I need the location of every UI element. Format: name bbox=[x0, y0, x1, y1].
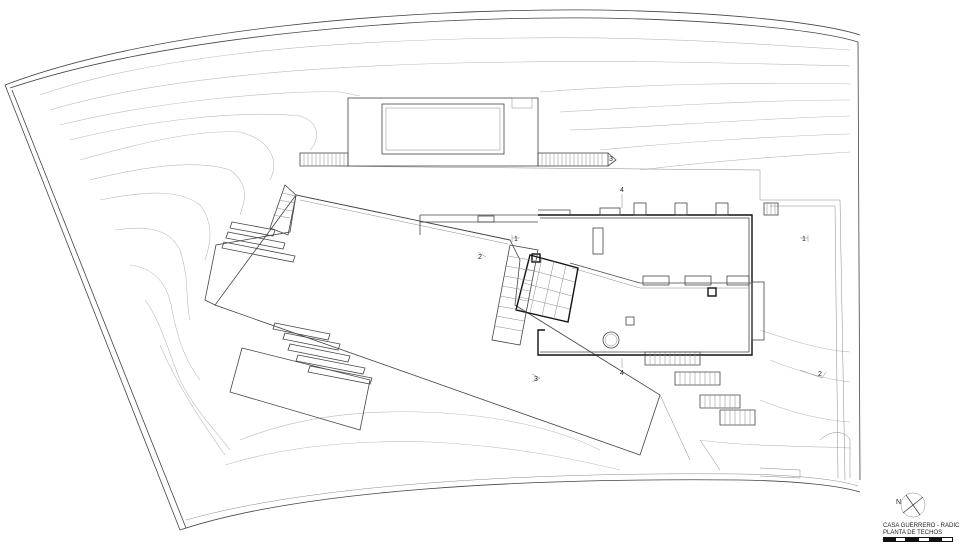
diagonal-building bbox=[204, 184, 661, 456]
scale-segment bbox=[929, 537, 942, 542]
terrace-path bbox=[299, 165, 846, 481]
scale-segment bbox=[941, 537, 954, 542]
stairs-central bbox=[491, 244, 539, 346]
title-block: CASA GUERRERO - RADIC PLANTA DE TECHOS bbox=[883, 523, 960, 537]
contour-lines bbox=[39, 37, 851, 471]
scale-segment bbox=[906, 537, 919, 542]
section-label: 3 bbox=[609, 156, 613, 163]
lower-wing bbox=[229, 322, 373, 431]
section-label: 2 bbox=[818, 371, 822, 378]
scale-segment bbox=[894, 537, 907, 542]
skylight-grid bbox=[515, 253, 579, 323]
section-markers: 1 1 2 2 3 3 4 4 bbox=[477, 156, 827, 383]
drawing-title: CASA GUERRERO - RADIC bbox=[883, 523, 960, 529]
stairs-lower bbox=[644, 351, 851, 479]
scale-segment bbox=[883, 537, 895, 542]
section-label: 2 bbox=[478, 254, 482, 261]
scale-bar bbox=[883, 537, 954, 542]
drawing-subtitle: PLANTA DE TECHOS bbox=[883, 530, 943, 536]
scale-segment bbox=[918, 537, 930, 542]
upper-building bbox=[299, 97, 617, 167]
north-arrow: N bbox=[896, 492, 926, 518]
section-label: 3 bbox=[534, 376, 538, 383]
roof-strips-left bbox=[221, 221, 296, 263]
site-boundary bbox=[4, 9, 861, 531]
section-label: 1 bbox=[514, 236, 518, 243]
section-label: 4 bbox=[620, 187, 624, 194]
section-label: 4 bbox=[620, 370, 624, 377]
section-label: 1 bbox=[802, 236, 806, 243]
north-arrow-label: N bbox=[896, 499, 901, 506]
right-roof-block bbox=[537, 202, 765, 356]
connector-walkway bbox=[419, 209, 571, 235]
